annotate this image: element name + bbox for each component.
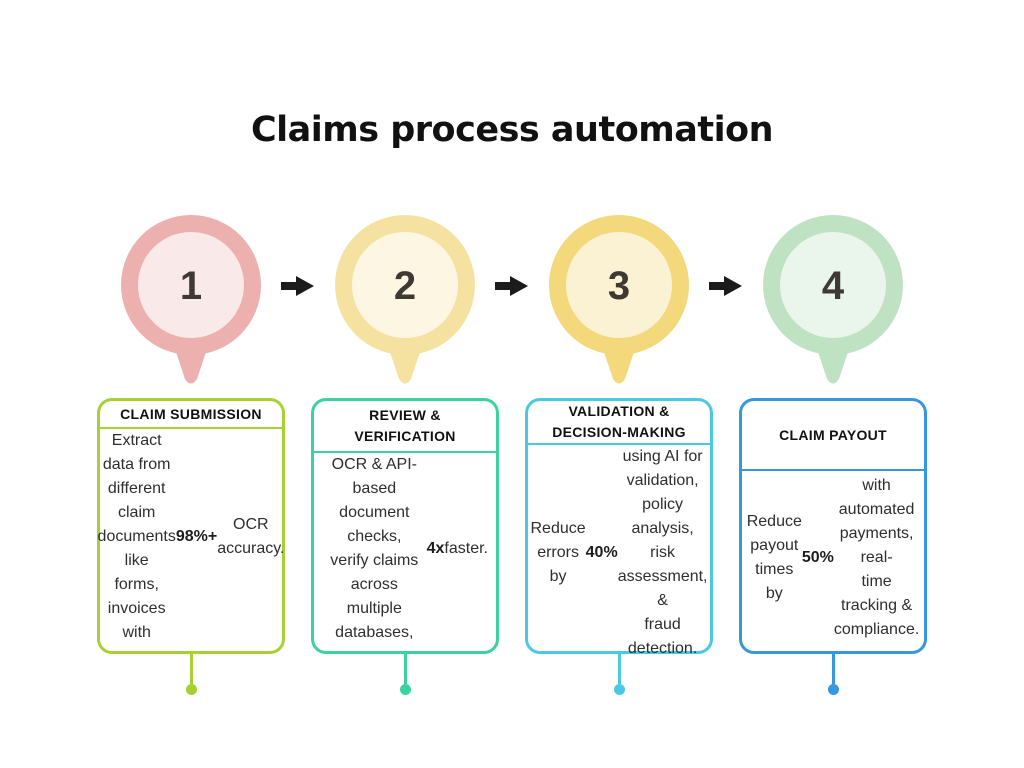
- card-description: Extract data from different claim docume…: [97, 429, 285, 651]
- description-highlight: 40%: [585, 544, 618, 561]
- description-text: Extract data from different claim docume…: [97, 432, 176, 641]
- card-dot: [828, 684, 839, 695]
- step-pin-4: 4: [753, 213, 913, 389]
- description-highlight: 98%+: [175, 528, 218, 545]
- arrow-right-icon: [279, 273, 317, 299]
- card-title: CLAIM PAYOUT: [742, 401, 924, 471]
- card-description: Reduce payout times by 50% with automate…: [742, 471, 924, 651]
- pin-balloon-icon: 2: [335, 215, 475, 384]
- card-stem: [832, 654, 835, 684]
- step-number: 1: [180, 264, 202, 308]
- description-text: OCR accuracy.: [217, 516, 285, 557]
- card-dot: [614, 684, 625, 695]
- step-number: 2: [394, 264, 416, 308]
- page-title: Claims process automation: [250, 110, 774, 150]
- card-description: OCR & API-based document checks, verify …: [314, 453, 496, 651]
- description-text: OCR & API-based document checks, verify …: [330, 456, 419, 641]
- card-stem: [190, 654, 193, 684]
- pin-balloon-icon: 3: [549, 215, 689, 384]
- description-text: faster.: [444, 540, 488, 557]
- card-claim-payout: CLAIM PAYOUT Reduce payout times by 50% …: [739, 398, 927, 654]
- description-highlight: 4x: [426, 540, 445, 557]
- description-text: Reduce payout times by: [746, 513, 802, 602]
- card-description: Reduce errors by 40% using AI for valida…: [528, 445, 710, 667]
- card-title: CLAIM SUBMISSION: [100, 401, 282, 429]
- step-pin-1: 1: [111, 213, 271, 389]
- card-review-verification: REVIEW & VERIFICATION OCR & API-based do…: [311, 398, 499, 654]
- card-title: VALIDATION & DECISION-MAKING: [528, 401, 710, 445]
- card-validation-decision: VALIDATION & DECISION-MAKING Reduce erro…: [525, 398, 713, 657]
- card-stem: [618, 654, 621, 684]
- card-claim-submission: CLAIM SUBMISSION Extract data from diffe…: [97, 398, 285, 654]
- pin-balloon-icon: 1: [121, 215, 261, 384]
- description-text: with automated payments, real- time trac…: [833, 477, 920, 638]
- card-stem: [404, 654, 407, 684]
- step-pin-2: 2: [325, 213, 485, 389]
- step-number: 3: [608, 264, 630, 308]
- arrow-right-icon: [493, 273, 531, 299]
- pin-balloon-icon: 4: [763, 215, 903, 384]
- card-dot: [186, 684, 197, 695]
- description-text: Reduce errors by: [530, 520, 586, 585]
- step-pin-3: 3: [539, 213, 699, 389]
- arrow-right-icon: [707, 273, 745, 299]
- description-text: using AI for validation, policy analysis…: [617, 448, 708, 657]
- card-title: REVIEW & VERIFICATION: [314, 401, 496, 453]
- step-number: 4: [822, 264, 845, 308]
- description-highlight: 50%: [801, 549, 834, 566]
- card-dot: [400, 684, 411, 695]
